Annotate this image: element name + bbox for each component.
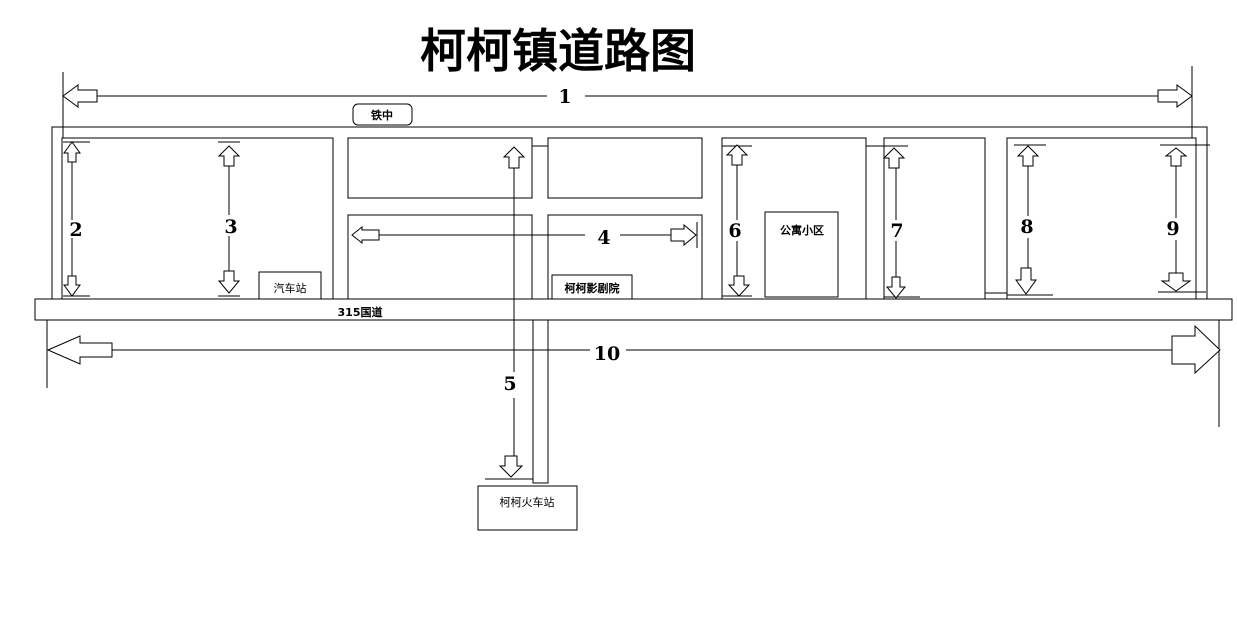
road-8-label: 8 (1020, 216, 1033, 238)
road-9-label: 9 (1166, 218, 1179, 240)
block-center-upper-right (547, 137, 703, 199)
road-3-arrow (217, 145, 241, 294)
road-6-arrow (725, 144, 751, 297)
road-7-label: 7 (890, 220, 903, 242)
map-title: 柯柯镇道路图 (420, 24, 696, 78)
highway-label: 315国道 (338, 305, 383, 319)
block-east-2 (883, 137, 986, 300)
road-5-label: 5 (503, 373, 516, 395)
block-east-3 (1006, 137, 1197, 300)
train-station-box (477, 485, 578, 531)
tiezhong-box (352, 103, 413, 126)
road-9-arrow (1160, 147, 1192, 292)
cinema-label: 柯柯影剧院 (565, 281, 620, 295)
apartments-label: 公寓小区 (780, 223, 824, 237)
cinema-box (551, 274, 633, 300)
road-7-arrow (882, 147, 907, 299)
road-1-label: 1 (558, 86, 571, 108)
train-station-label: 柯柯火车站 (500, 495, 555, 509)
block-center-lower-left (347, 214, 533, 300)
road-10-arrow (46, 324, 1221, 375)
road-2-arrow (63, 141, 81, 297)
road-4-label: 4 (597, 227, 610, 249)
highway-band (34, 298, 1233, 321)
bus-station-box (258, 271, 322, 300)
road-8-arrow (1015, 145, 1040, 295)
south-road (532, 319, 549, 484)
road-1-arrow (62, 84, 1193, 108)
block-center-upper-left (347, 137, 533, 199)
road-4-arrow (351, 222, 698, 248)
bus-station-label: 汽车站 (274, 281, 307, 295)
road-2-label: 2 (69, 219, 82, 241)
road-6-label: 6 (728, 220, 741, 242)
road-3-label: 3 (224, 216, 237, 238)
tiezhong-label: 铁中 (371, 108, 393, 122)
road-5-arrow (498, 146, 526, 478)
road-10-label: 10 (594, 343, 620, 365)
apartments-box (764, 211, 839, 298)
